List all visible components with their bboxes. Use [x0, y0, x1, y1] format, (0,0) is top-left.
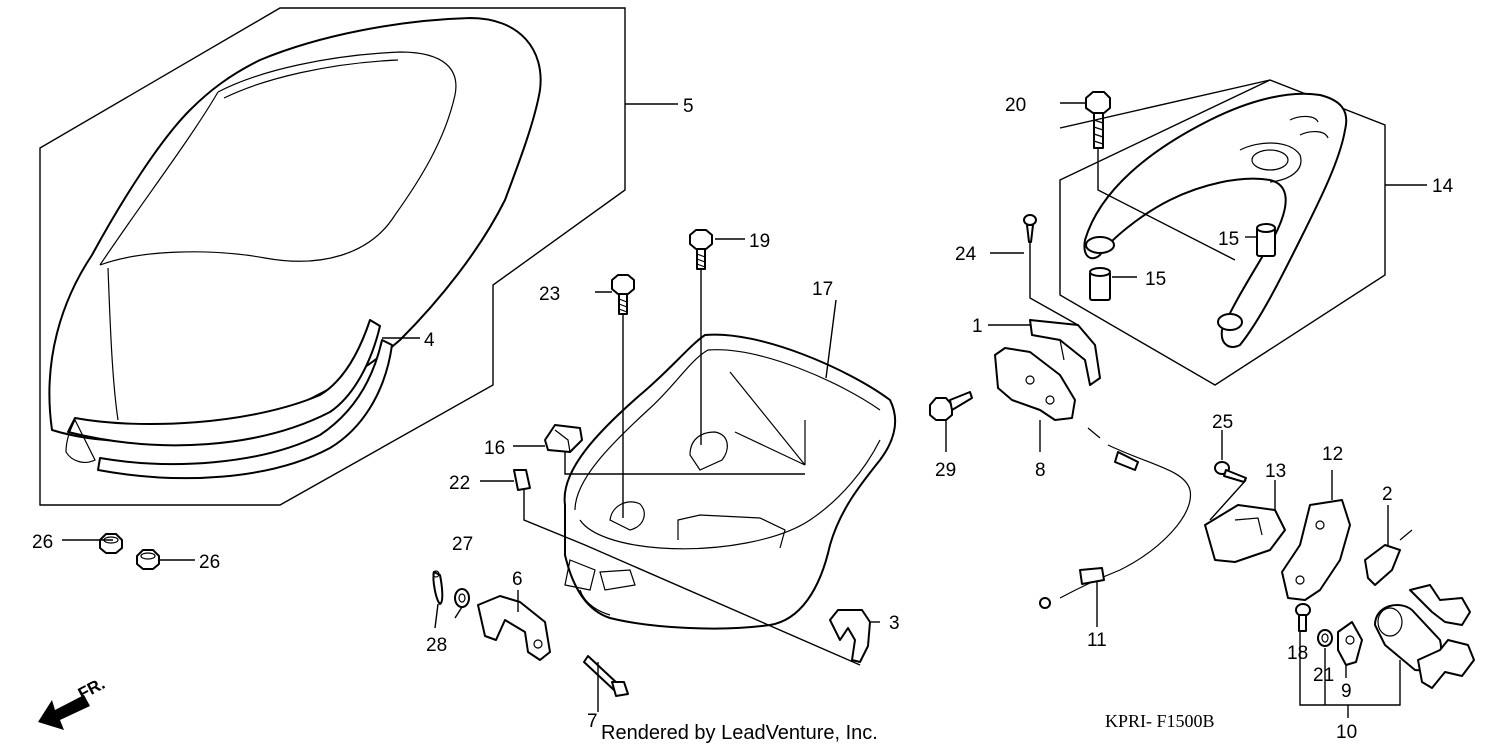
callout-1[interactable]: 1	[972, 316, 983, 337]
clip-16[interactable]	[544, 424, 583, 453]
cable-guide-13[interactable]	[1204, 504, 1286, 563]
cam-9[interactable]	[1337, 621, 1363, 666]
collar-15-upper[interactable]	[1256, 223, 1276, 257]
callout-17[interactable]: 17	[812, 279, 833, 300]
seat-catch-8[interactable]	[994, 347, 1076, 421]
callout-8[interactable]: 8	[1035, 460, 1046, 481]
collar-15-lower[interactable]	[1089, 267, 1111, 301]
screw-18[interactable]	[1295, 603, 1311, 632]
callout-27[interactable]: 27	[452, 534, 473, 555]
callout-16[interactable]: 16	[484, 438, 505, 459]
lock-plate-12[interactable]	[1281, 499, 1351, 601]
callout-14[interactable]: 14	[1432, 176, 1454, 197]
bolt-20[interactable]	[1085, 91, 1111, 149]
callout-7[interactable]: 7	[587, 711, 598, 732]
seat-nut-left[interactable]	[99, 533, 123, 554]
luggage-box[interactable]	[563, 333, 897, 630]
callout-labels: 5 4 26 26 19 23 17 16 22 27 6 28 7 3 20 …	[32, 95, 1454, 743]
callout-12[interactable]: 12	[1322, 444, 1343, 465]
screw-25[interactable]	[1214, 461, 1247, 483]
diagram-code: KPRI- F1500B	[1105, 711, 1215, 731]
latch-cover-1[interactable]	[1029, 319, 1101, 386]
washer-27[interactable]	[454, 588, 470, 608]
cotter-pin-28[interactable]	[432, 570, 444, 605]
callout-11[interactable]: 11	[1087, 630, 1107, 651]
callout-15-lower[interactable]: 15	[1145, 269, 1166, 290]
callout-20[interactable]: 20	[1005, 95, 1026, 116]
seat[interactable]	[48, 17, 542, 443]
callout-2[interactable]: 2	[1382, 484, 1393, 505]
callout-22[interactable]: 22	[449, 473, 470, 494]
footer-credit: Rendered by LeadVenture, Inc.	[601, 722, 878, 744]
seat-lock-cable-11[interactable]	[1039, 427, 1191, 609]
callout-3[interactable]: 3	[889, 613, 900, 634]
hinge-pin-7[interactable]	[583, 655, 629, 697]
callout-18[interactable]: 18	[1287, 643, 1308, 664]
screw-24[interactable]	[1023, 214, 1037, 243]
callout-6[interactable]: 6	[512, 569, 523, 590]
arrow-icon	[38, 695, 90, 730]
front-direction-arrow: FR.	[38, 674, 108, 730]
bolt-19[interactable]	[689, 229, 713, 270]
spring-2[interactable]	[1364, 529, 1413, 586]
callout-26-left[interactable]: 26	[32, 532, 53, 553]
callout-4[interactable]: 4	[424, 330, 435, 351]
bolt-23[interactable]	[611, 274, 635, 315]
callout-29[interactable]: 29	[935, 460, 956, 481]
rear-carrier[interactable]	[1083, 92, 1348, 348]
clip-nut-22[interactable]	[513, 469, 531, 491]
seat-trim[interactable]	[65, 319, 393, 480]
washer-21[interactable]	[1317, 629, 1333, 647]
hinge-bracket-6[interactable]	[477, 595, 551, 661]
callout-24[interactable]: 24	[955, 244, 977, 265]
leader-lines	[62, 79, 1427, 718]
callout-26-right[interactable]: 26	[199, 552, 220, 573]
callout-28[interactable]: 28	[426, 635, 447, 656]
callout-23[interactable]: 23	[539, 284, 560, 305]
callout-13[interactable]: 13	[1265, 461, 1286, 482]
callout-15-upper[interactable]: 15	[1218, 229, 1239, 250]
latch-hook-3[interactable]	[829, 609, 871, 663]
seat-group-boundary	[39, 7, 626, 506]
callout-21[interactable]: 21	[1313, 665, 1334, 686]
bolt-29[interactable]	[929, 391, 973, 421]
callout-19[interactable]: 19	[749, 231, 770, 252]
callout-9[interactable]: 9	[1341, 681, 1352, 702]
callout-10[interactable]: 10	[1336, 722, 1357, 743]
lock-set-10[interactable]	[1374, 584, 1475, 689]
callout-5[interactable]: 5	[683, 96, 694, 117]
seat-nut-right[interactable]	[136, 549, 160, 570]
callout-25[interactable]: 25	[1212, 412, 1233, 433]
